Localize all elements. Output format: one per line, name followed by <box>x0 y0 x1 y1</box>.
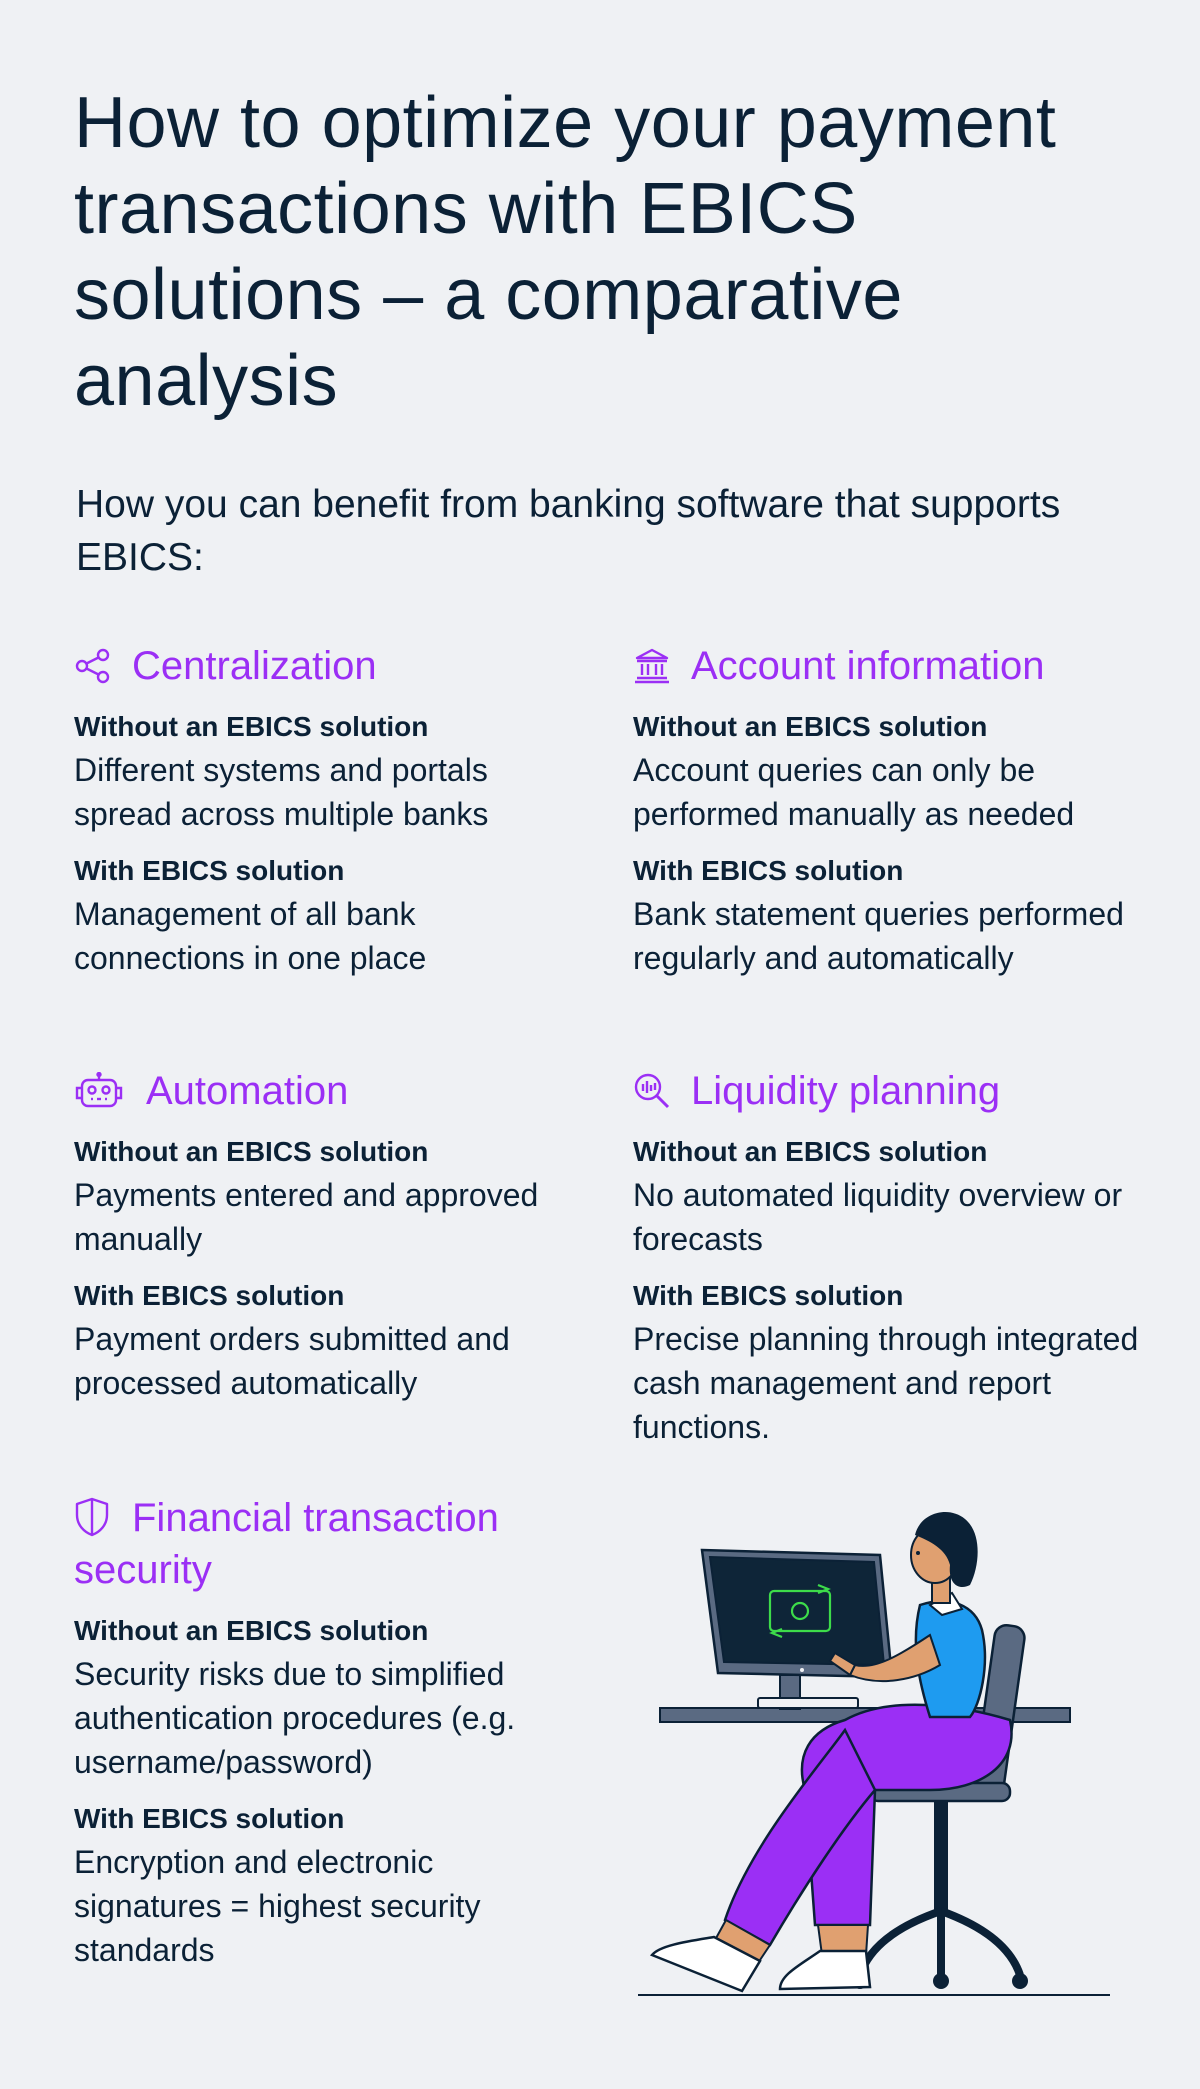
without-label: Without an EBICS solution <box>74 1615 429 1646</box>
intro-text: How you can benefit from banking softwar… <box>76 483 1061 579</box>
without-text: Payments entered and approved manually <box>74 1177 539 1257</box>
with-label: With EBICS solution <box>633 1280 904 1311</box>
with-text: Management of all bank connections in on… <box>74 896 427 976</box>
card-title: Centralization <box>132 644 377 688</box>
without-text: Security risks due to simplified authent… <box>74 1656 516 1780</box>
card-title: Account information <box>691 644 1045 688</box>
without-label: Without an EBICS solution <box>633 711 988 742</box>
page-title: How to optimize your payment transaction… <box>74 83 1057 421</box>
card-security: Financial transaction security Without a… <box>74 1492 574 1972</box>
with-text: Encryption and electronic signatures = h… <box>74 1844 481 1968</box>
card-liquidity-planning: Liquidity planning Without an EBICS solu… <box>633 1065 1153 1449</box>
without-label: Without an EBICS solution <box>633 1136 988 1167</box>
magnifier-chart-icon <box>634 1073 670 1109</box>
robot-icon <box>75 1072 123 1108</box>
without-text: Different systems and portals spread acr… <box>74 752 489 832</box>
shield-icon <box>75 1497 109 1537</box>
without-label: Without an EBICS solution <box>74 1136 429 1167</box>
card-automation: Automation Without an EBICS solution Pay… <box>74 1065 594 1405</box>
card-title: Financial transaction security <box>74 1496 499 1592</box>
card-title-wrap: Financial transaction security <box>74 1492 574 1596</box>
without-label: Without an EBICS solution <box>74 711 429 742</box>
bank-icon <box>635 648 669 684</box>
with-label: With EBICS solution <box>74 855 345 886</box>
person-at-computer-illustration <box>638 1512 1110 1996</box>
share-icon <box>75 648 110 684</box>
with-label: With EBICS solution <box>74 1803 345 1834</box>
with-text: Payment orders submitted and processed a… <box>74 1321 510 1401</box>
without-text: Account queries can only be performed ma… <box>633 752 1075 832</box>
with-text: Precise planning through integrated cash… <box>633 1321 1139 1445</box>
card-centralization: Centralization Without an EBICS solution… <box>74 640 594 980</box>
card-account-information: Account information Without an EBICS sol… <box>633 640 1173 980</box>
with-label: With EBICS solution <box>633 855 904 886</box>
with-label: With EBICS solution <box>74 1280 345 1311</box>
card-title: Automation <box>146 1069 349 1113</box>
card-title: Liquidity planning <box>691 1069 1001 1113</box>
without-text: No automated liquidity overview or forec… <box>633 1177 1123 1257</box>
with-text: Bank statement queries performed regular… <box>633 896 1124 976</box>
money-transfer-icon <box>768 1583 832 1639</box>
